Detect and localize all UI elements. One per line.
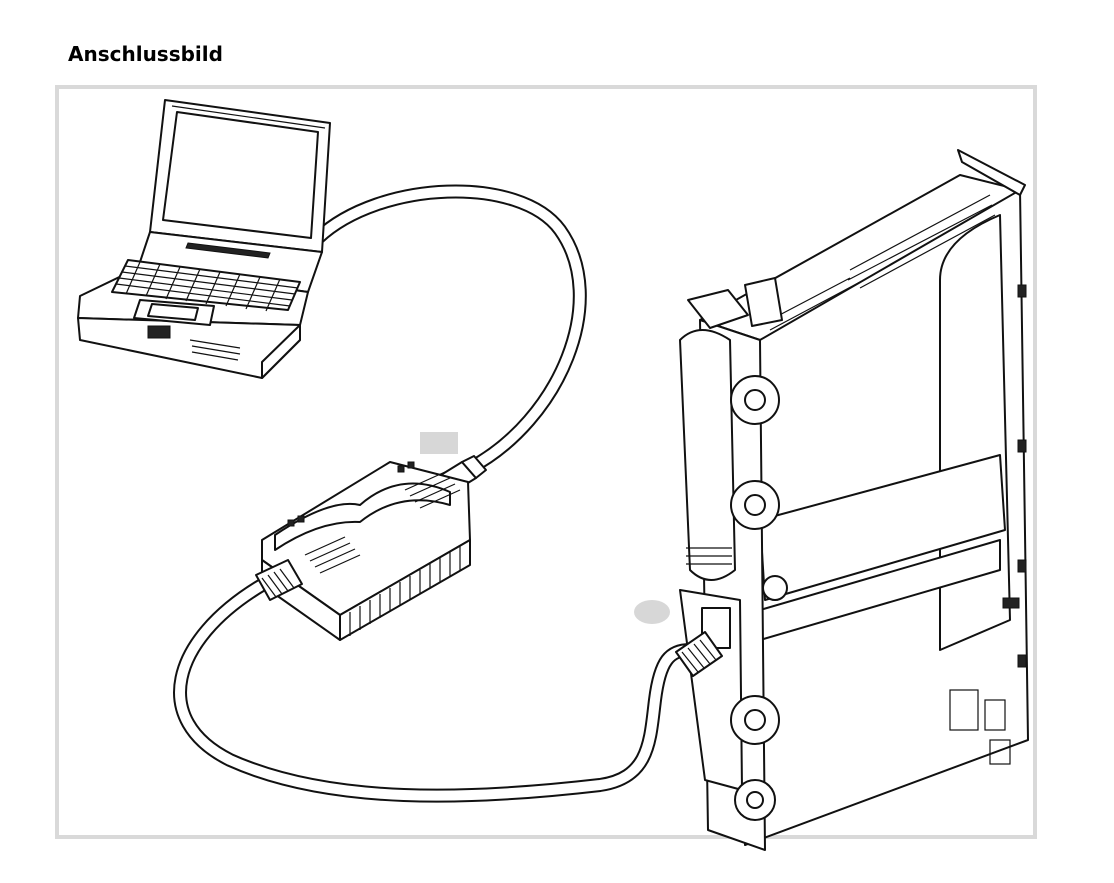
cable-adapter-to-drive [173, 578, 697, 803]
rj45-plug-drive [675, 631, 723, 677]
laptop [77, 99, 331, 379]
blurred-label [634, 600, 670, 624]
cable-laptop-to-adapter [311, 184, 587, 475]
servo-drive [679, 149, 1029, 851]
rj45-plug-adapter [255, 559, 303, 601]
rotary-knobs [730, 375, 788, 821]
blurred-label [420, 432, 458, 454]
usb-diagnostic-adapter [261, 461, 471, 641]
page-title: Anschlussbild [68, 42, 223, 66]
